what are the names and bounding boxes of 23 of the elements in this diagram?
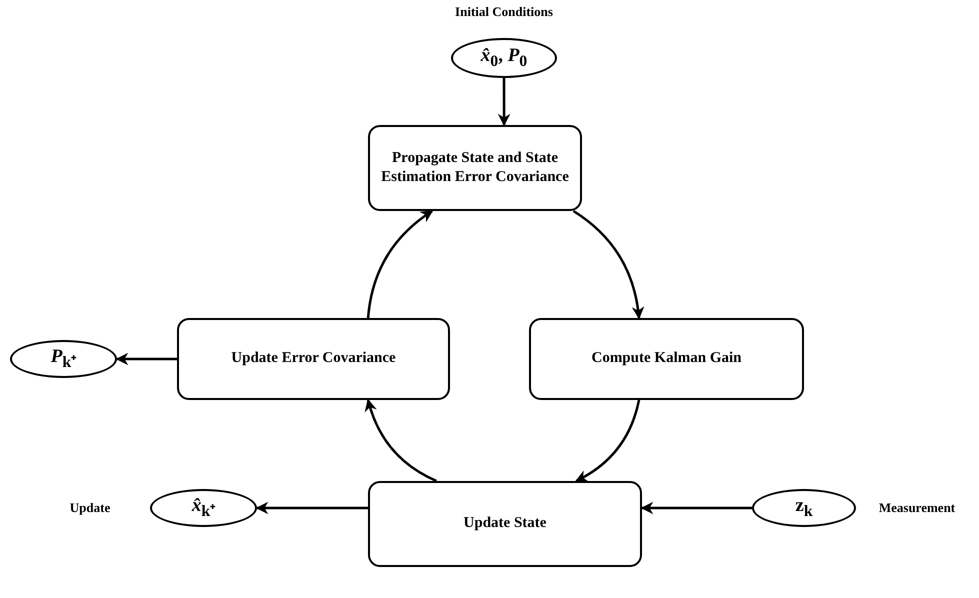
- arrow: [256, 502, 368, 514]
- node-caption: Measurement: [878, 500, 956, 516]
- box-label: Propagate State and State Estimation Error Covariance: [380, 148, 570, 187]
- arrow: [366, 210, 434, 318]
- process-box: [529, 318, 804, 400]
- box-label: Update State: [464, 514, 546, 534]
- node-caption: Update: [68, 500, 112, 516]
- process-box: [368, 125, 582, 211]
- arrow: [498, 78, 510, 126]
- arrow: [116, 352, 177, 366]
- box-label: Update Error Covariance: [231, 349, 396, 368]
- math-label: x̂$_{0}$, P$_{0}$: [480, 44, 528, 72]
- box-label: Compute Kalman Gain: [591, 349, 742, 368]
- arrow: [572, 210, 644, 320]
- arrow: [365, 398, 438, 482]
- node-caption: Initial Conditions: [454, 4, 554, 20]
- math-label: P$_{k⁺}$: [50, 344, 76, 373]
- process-box: [177, 318, 450, 400]
- math-label: x̂$_{k⁺}$: [192, 494, 216, 522]
- process-box: [368, 481, 642, 567]
- arrow: [640, 502, 752, 514]
- arrow: [575, 400, 640, 482]
- math-label: z$_{k}$: [795, 494, 813, 522]
